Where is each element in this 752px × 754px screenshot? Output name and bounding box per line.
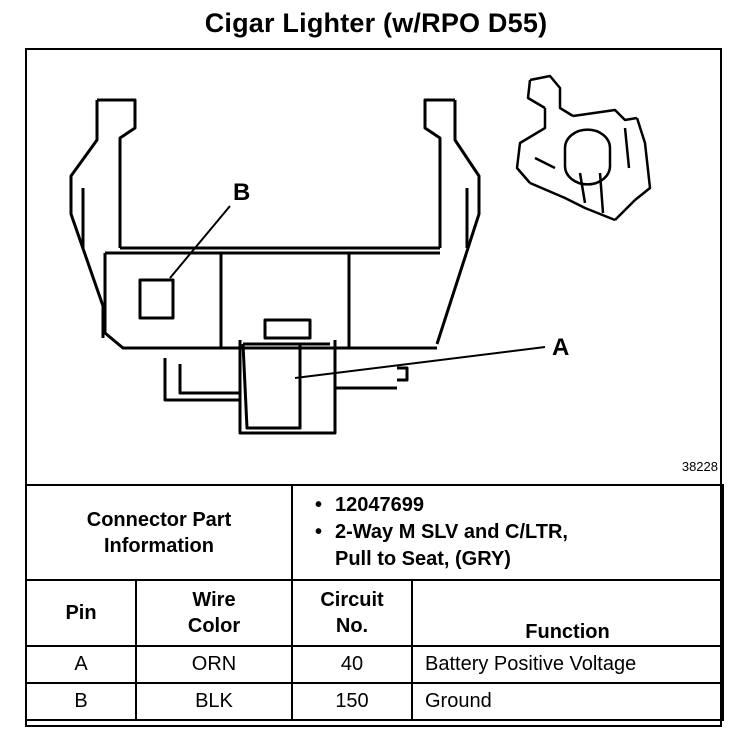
pin-cell: B [25, 682, 137, 721]
table-row: A ORN 40 Battery Positive Voltage [25, 645, 724, 684]
wire-color-cell: BLK [135, 682, 293, 721]
leader-b [169, 205, 231, 279]
connector-part-info-values: 12047699 2-Way M SLV and C/LTR, Pull to S… [291, 484, 724, 581]
header-wire-color-line1: Wire [192, 589, 236, 611]
header-wire-color: Wire Color [135, 579, 293, 647]
diagram-title: Cigar Lighter (w/RPO D55) [204, 8, 548, 38]
figure-number: 38228 [681, 459, 718, 474]
connector-inset [515, 74, 652, 222]
function-cell: Ground [411, 682, 724, 721]
cpi-label-line2: Information [104, 534, 214, 557]
connector-body [69, 98, 481, 435]
header-wire-color-line2: Color [187, 615, 241, 637]
part-number: 12047699 [315, 492, 722, 519]
connector-desc-line1: 2-Way M SLV and C/LTR, [335, 521, 568, 543]
circuit-cell: 150 [291, 682, 413, 721]
callout-b-label: B [233, 179, 250, 206]
connector-part-info-label: Connector Part Information [25, 484, 293, 581]
connector-description: 2-Way M SLV and C/LTR, Pull to Seat, (GRY… [315, 519, 722, 573]
header-pin: Pin [25, 579, 137, 647]
connector-table: Connector Part Information 12047699 2-Wa… [25, 484, 724, 721]
leader-a [294, 346, 546, 379]
connector-illustration: B A [69, 74, 652, 435]
connector-info-row: Connector Part Information 12047699 2-Wa… [25, 484, 724, 581]
cpi-label-line1: Connector Part [86, 508, 232, 531]
header-circuit-line1: Circuit [320, 589, 384, 611]
function-cell: Battery Positive Voltage [411, 645, 724, 684]
diagram-frame [25, 48, 722, 727]
pin-cell: A [25, 645, 137, 684]
table-header-row: Pin Wire Color Circuit No. Function [25, 579, 724, 647]
callout-a-label: A [552, 334, 569, 361]
header-function: Function [411, 579, 724, 647]
header-circuit-line2: No. [335, 615, 369, 637]
table-row: B BLK 150 Ground [25, 682, 724, 721]
circuit-cell: 40 [291, 645, 413, 684]
wire-color-cell: ORN [135, 645, 293, 684]
callout-leaders [169, 205, 546, 379]
header-circuit-no: Circuit No. [291, 579, 413, 647]
connector-desc-line2: Pull to Seat, (GRY) [335, 548, 511, 570]
